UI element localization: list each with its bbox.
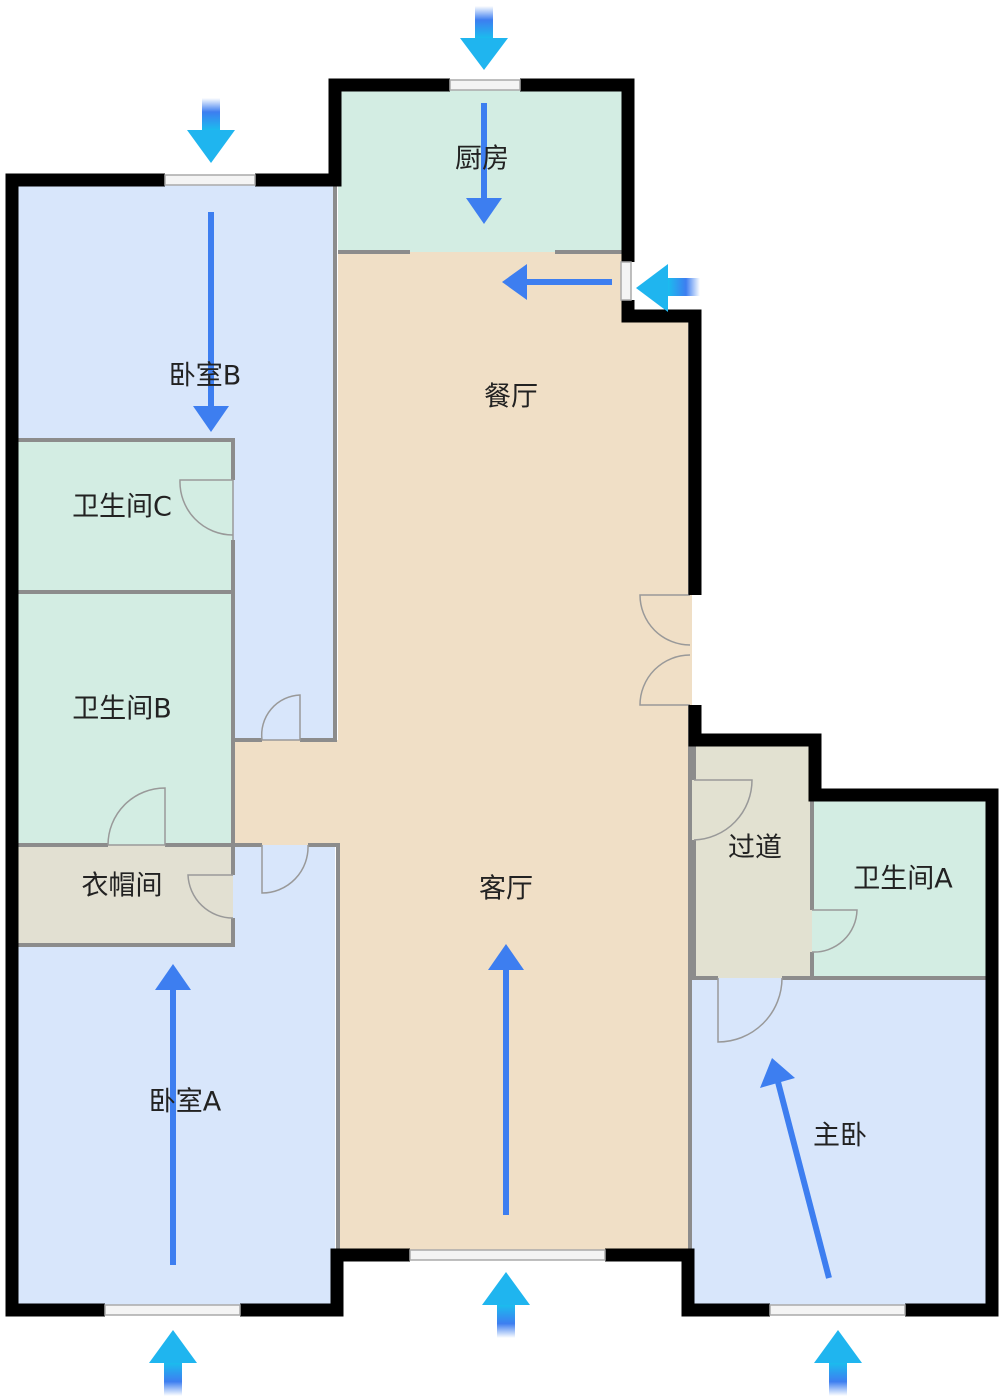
exterior-walls [5, 78, 999, 1317]
room-closet [17, 845, 233, 945]
label-dining: 餐厅 [484, 382, 538, 413]
room-bathroom-c [17, 440, 233, 592]
label-bathroom-a: 卫生间A [853, 864, 953, 895]
airflow-arrow-dining [502, 264, 612, 300]
label-living: 客厅 [479, 874, 533, 905]
label-closet: 衣帽间 [82, 871, 163, 902]
interior-walls [12, 185, 987, 1252]
windows [104, 79, 906, 1316]
room-bathroom-a [812, 800, 987, 978]
airflow-arrow-bedroom-b [193, 212, 229, 432]
label-bedroom-a: 卧室A [149, 1087, 222, 1118]
airflow-arrow-kitchen [466, 103, 502, 224]
inlet-arrow-kitchen-top [460, 6, 508, 70]
inlet-arrow-kitchen-side [636, 264, 700, 312]
inlet-arrow-living-bottom [482, 1272, 530, 1338]
room-master-bedroom [692, 978, 987, 1305]
room-bathroom-b [17, 592, 233, 845]
inlet-arrow-bedroom-a-bottom [149, 1330, 197, 1396]
label-bathroom-c: 卫生间C [72, 492, 172, 523]
label-hallway: 过道 [728, 833, 782, 864]
airflow-arrow-master [760, 1058, 832, 1279]
label-master-bedroom: 主卧 [813, 1121, 867, 1152]
inlet-arrow-master-bottom [814, 1330, 862, 1396]
airflow-arrow-bedroom-a [155, 964, 191, 1265]
doors [107, 479, 858, 1043]
room-living-dining [233, 252, 692, 1252]
label-bedroom-b: 卧室B [169, 361, 242, 392]
label-bathroom-b: 卫生间B [72, 694, 172, 725]
airflow-arrow-living [488, 944, 524, 1215]
label-kitchen: 厨房 [455, 144, 509, 175]
inlet-arrow-bedroom-b-top [187, 98, 235, 163]
